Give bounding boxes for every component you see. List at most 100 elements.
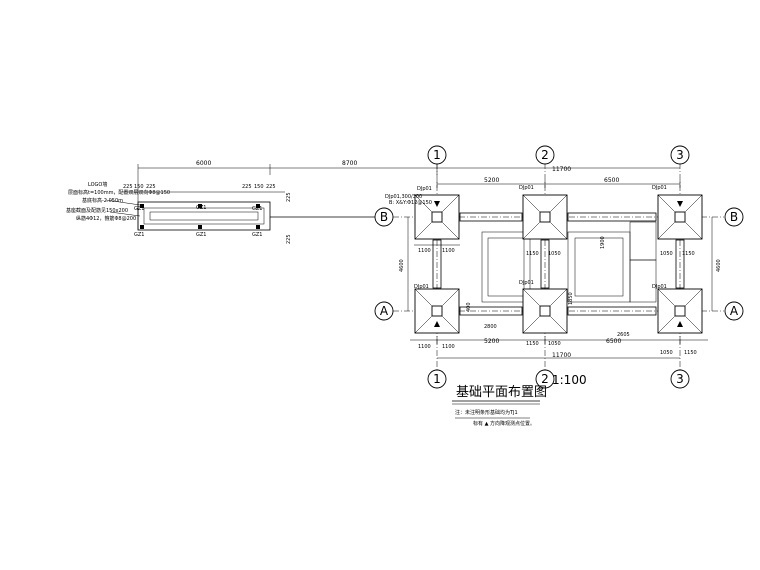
column-3a	[674, 305, 686, 317]
drawing-title: 基础平面布置图	[456, 385, 547, 400]
svg-text:B: B	[730, 210, 738, 224]
settlement-marker-icon	[434, 321, 440, 327]
settlement-marker-icon	[434, 201, 440, 207]
axis-bubble-1-top: 1	[427, 145, 447, 165]
footing-label-3a: DJp01	[652, 284, 667, 290]
settlement-marker-icon	[677, 201, 683, 207]
svg-text:225: 225	[146, 184, 156, 190]
column-1a	[431, 305, 443, 317]
axis-bubble-a-right: A	[724, 301, 744, 321]
svg-text:GZ1: GZ1	[134, 206, 144, 212]
svg-text:400: 400	[466, 302, 472, 312]
svg-text:3: 3	[676, 372, 684, 386]
svg-text:1: 1	[433, 148, 441, 162]
svg-text:225: 225	[286, 234, 292, 244]
axis-bubble-1-bottom: 1	[427, 369, 447, 389]
svg-text:4600: 4600	[716, 259, 722, 272]
svg-text:225: 225	[266, 184, 276, 190]
footing-2b	[522, 194, 568, 240]
isolated-footings	[414, 194, 703, 334]
footing-label-3b: DJp01	[652, 185, 667, 191]
drawing-scale: 1:100	[552, 373, 587, 387]
svg-text:1150: 1150	[526, 251, 539, 257]
footing-3a	[657, 288, 703, 334]
drawing-title-block: 基础平面布置图 1:100 注：未注明条形基础均为TJ1 标有 ▲ 方向降观测点…	[452, 373, 587, 427]
dim-top-11700: 11700	[552, 166, 571, 173]
dim-bottom-6500: 6500	[606, 338, 621, 345]
svg-text:1050: 1050	[548, 251, 561, 257]
footing-label-1b: DJp01	[417, 186, 432, 192]
svg-text:1100: 1100	[418, 344, 431, 350]
footing-callout-line1: DJp01,300/300	[385, 194, 422, 200]
logo-wall-detail: LOGO墙 层面标高t=100mm，配置双层双向Φ8@150 基底标高-2.05…	[66, 181, 375, 244]
svg-text:1850: 1850	[568, 292, 574, 305]
axis-bubble-b-right: B	[724, 207, 744, 227]
footing-label-1a: DJp01	[414, 284, 429, 290]
axis-bubble-b-left: B	[374, 207, 394, 227]
svg-text:150: 150	[254, 184, 264, 190]
svg-text:1050: 1050	[660, 350, 673, 356]
svg-text:1050: 1050	[548, 341, 561, 347]
dim-top-5200: 5200	[484, 177, 499, 184]
logo-wall-title: LOGO墙	[88, 181, 107, 188]
svg-text:GZ1: GZ1	[196, 232, 206, 238]
column-3b	[674, 211, 686, 223]
axis-bubble-3-bottom: 3	[670, 369, 690, 389]
svg-text:GZ1: GZ1	[134, 232, 144, 238]
logo-wall-note2: 基底标高-2.050m	[82, 197, 123, 204]
grid-lines	[393, 163, 724, 370]
svg-text:2: 2	[541, 148, 549, 162]
svg-text:225: 225	[286, 192, 292, 202]
dim-top-6500: 6500	[604, 177, 619, 184]
bottom-dimension-chain: 5200 6500 11700	[410, 336, 708, 359]
svg-text:A: A	[730, 304, 739, 318]
svg-text:1050: 1050	[660, 251, 673, 257]
svg-text:GZ1: GZ1	[252, 232, 262, 238]
footing-callout-line2: B: X&Y:Φ12@150	[389, 200, 432, 206]
svg-text:2: 2	[541, 372, 549, 386]
svg-text:225: 225	[242, 184, 252, 190]
column-1b	[431, 211, 443, 223]
logo-wall-note1: 层面标高t=100mm，配置双层双向Φ8@150	[68, 189, 170, 196]
footing-2a	[522, 288, 568, 334]
svg-text:1: 1	[433, 372, 441, 386]
footing-label-2a: DJp01	[519, 280, 534, 286]
column-2b	[539, 211, 551, 223]
svg-text:GZ1: GZ1	[196, 205, 206, 211]
top-grid-dimension-chain: 11700 5200 6500	[436, 166, 681, 188]
svg-text:1900: 1900	[600, 236, 606, 249]
svg-text:225: 225	[123, 184, 133, 190]
svg-text:B: B	[380, 210, 388, 224]
drawing-legend: 标有 ▲ 方向降观测点位置。	[473, 420, 535, 427]
axis-bubble-2-top: 2	[535, 145, 555, 165]
dim-bottom-11700: 11700	[552, 352, 571, 359]
axis-bubble-2-bottom: 2	[535, 369, 555, 389]
dim-6000: 6000	[196, 160, 211, 167]
svg-text:1150: 1150	[526, 341, 539, 347]
svg-text:2605: 2605	[617, 332, 630, 338]
axis-bubble-a-left: A	[374, 301, 394, 321]
svg-text:1100: 1100	[442, 344, 455, 350]
svg-text:3: 3	[676, 148, 684, 162]
local-dimensions: 1100 1100 1150 1050 1050 1150 1100 1100 …	[399, 217, 722, 356]
footing-1a	[414, 288, 460, 334]
svg-text:A: A	[380, 304, 389, 318]
dim-8700: 8700	[342, 160, 357, 167]
footing-1b	[414, 194, 460, 240]
drawing-note: 注：未注明条形基础均为TJ1	[455, 409, 518, 416]
column-2a	[539, 305, 551, 317]
svg-text:4600: 4600	[399, 259, 405, 272]
svg-text:1150: 1150	[682, 251, 695, 257]
svg-text:2800: 2800	[484, 324, 497, 330]
axis-bubble-3-top: 3	[670, 145, 690, 165]
svg-text:GZ1: GZ1	[252, 206, 262, 212]
settlement-marker-icon	[677, 321, 683, 327]
svg-text:150: 150	[134, 184, 144, 190]
strip-foundations	[432, 212, 685, 316]
svg-text:1100: 1100	[442, 248, 455, 254]
footing-3b	[657, 194, 703, 240]
svg-text:1100: 1100	[418, 248, 431, 254]
footing-label-2b: DJp01	[519, 185, 534, 191]
dim-bottom-5200: 5200	[484, 338, 499, 345]
